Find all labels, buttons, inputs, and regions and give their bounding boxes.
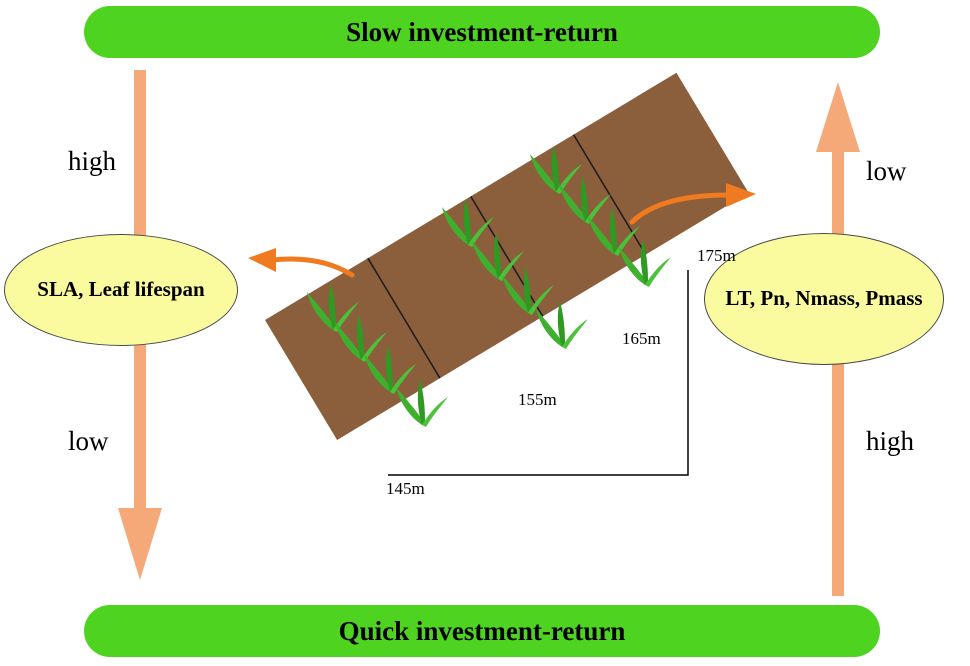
elevation-label: 165m	[622, 329, 661, 348]
curved-arrow-icon	[629, 183, 756, 225]
left-high-label: high	[68, 146, 117, 176]
elevation-label: 175m	[697, 246, 736, 265]
left-trait-label: SLA, Leaf lifespan	[37, 277, 205, 302]
plot-divider	[367, 257, 441, 379]
left-low-label: low	[68, 426, 109, 456]
right-trait-label: LT, Pn, Nmass, Pmass	[725, 286, 923, 311]
right-low-label: low	[866, 156, 907, 186]
right-high-label: high	[866, 426, 915, 456]
left-trait-ellipse: SLA, Leaf lifespan	[4, 234, 238, 346]
elevation-label: 145m	[386, 479, 425, 498]
elevation-label: 155m	[518, 390, 557, 409]
plot-divider	[572, 134, 647, 255]
slow-investment-banner: Slow investment-return	[84, 6, 880, 58]
left-arrow-head	[118, 508, 162, 580]
slope-plot	[265, 72, 749, 441]
right-arrow-head	[816, 82, 860, 152]
right-trait-ellipse: LT, Pn, Nmass, Pmass	[704, 233, 944, 365]
curved-arrow-icon	[248, 248, 355, 278]
plot-divider	[470, 196, 544, 317]
quick-investment-banner: Quick investment-return	[84, 605, 880, 657]
elevation-triangle	[388, 270, 689, 476]
right-arrow-shaft	[832, 150, 844, 596]
